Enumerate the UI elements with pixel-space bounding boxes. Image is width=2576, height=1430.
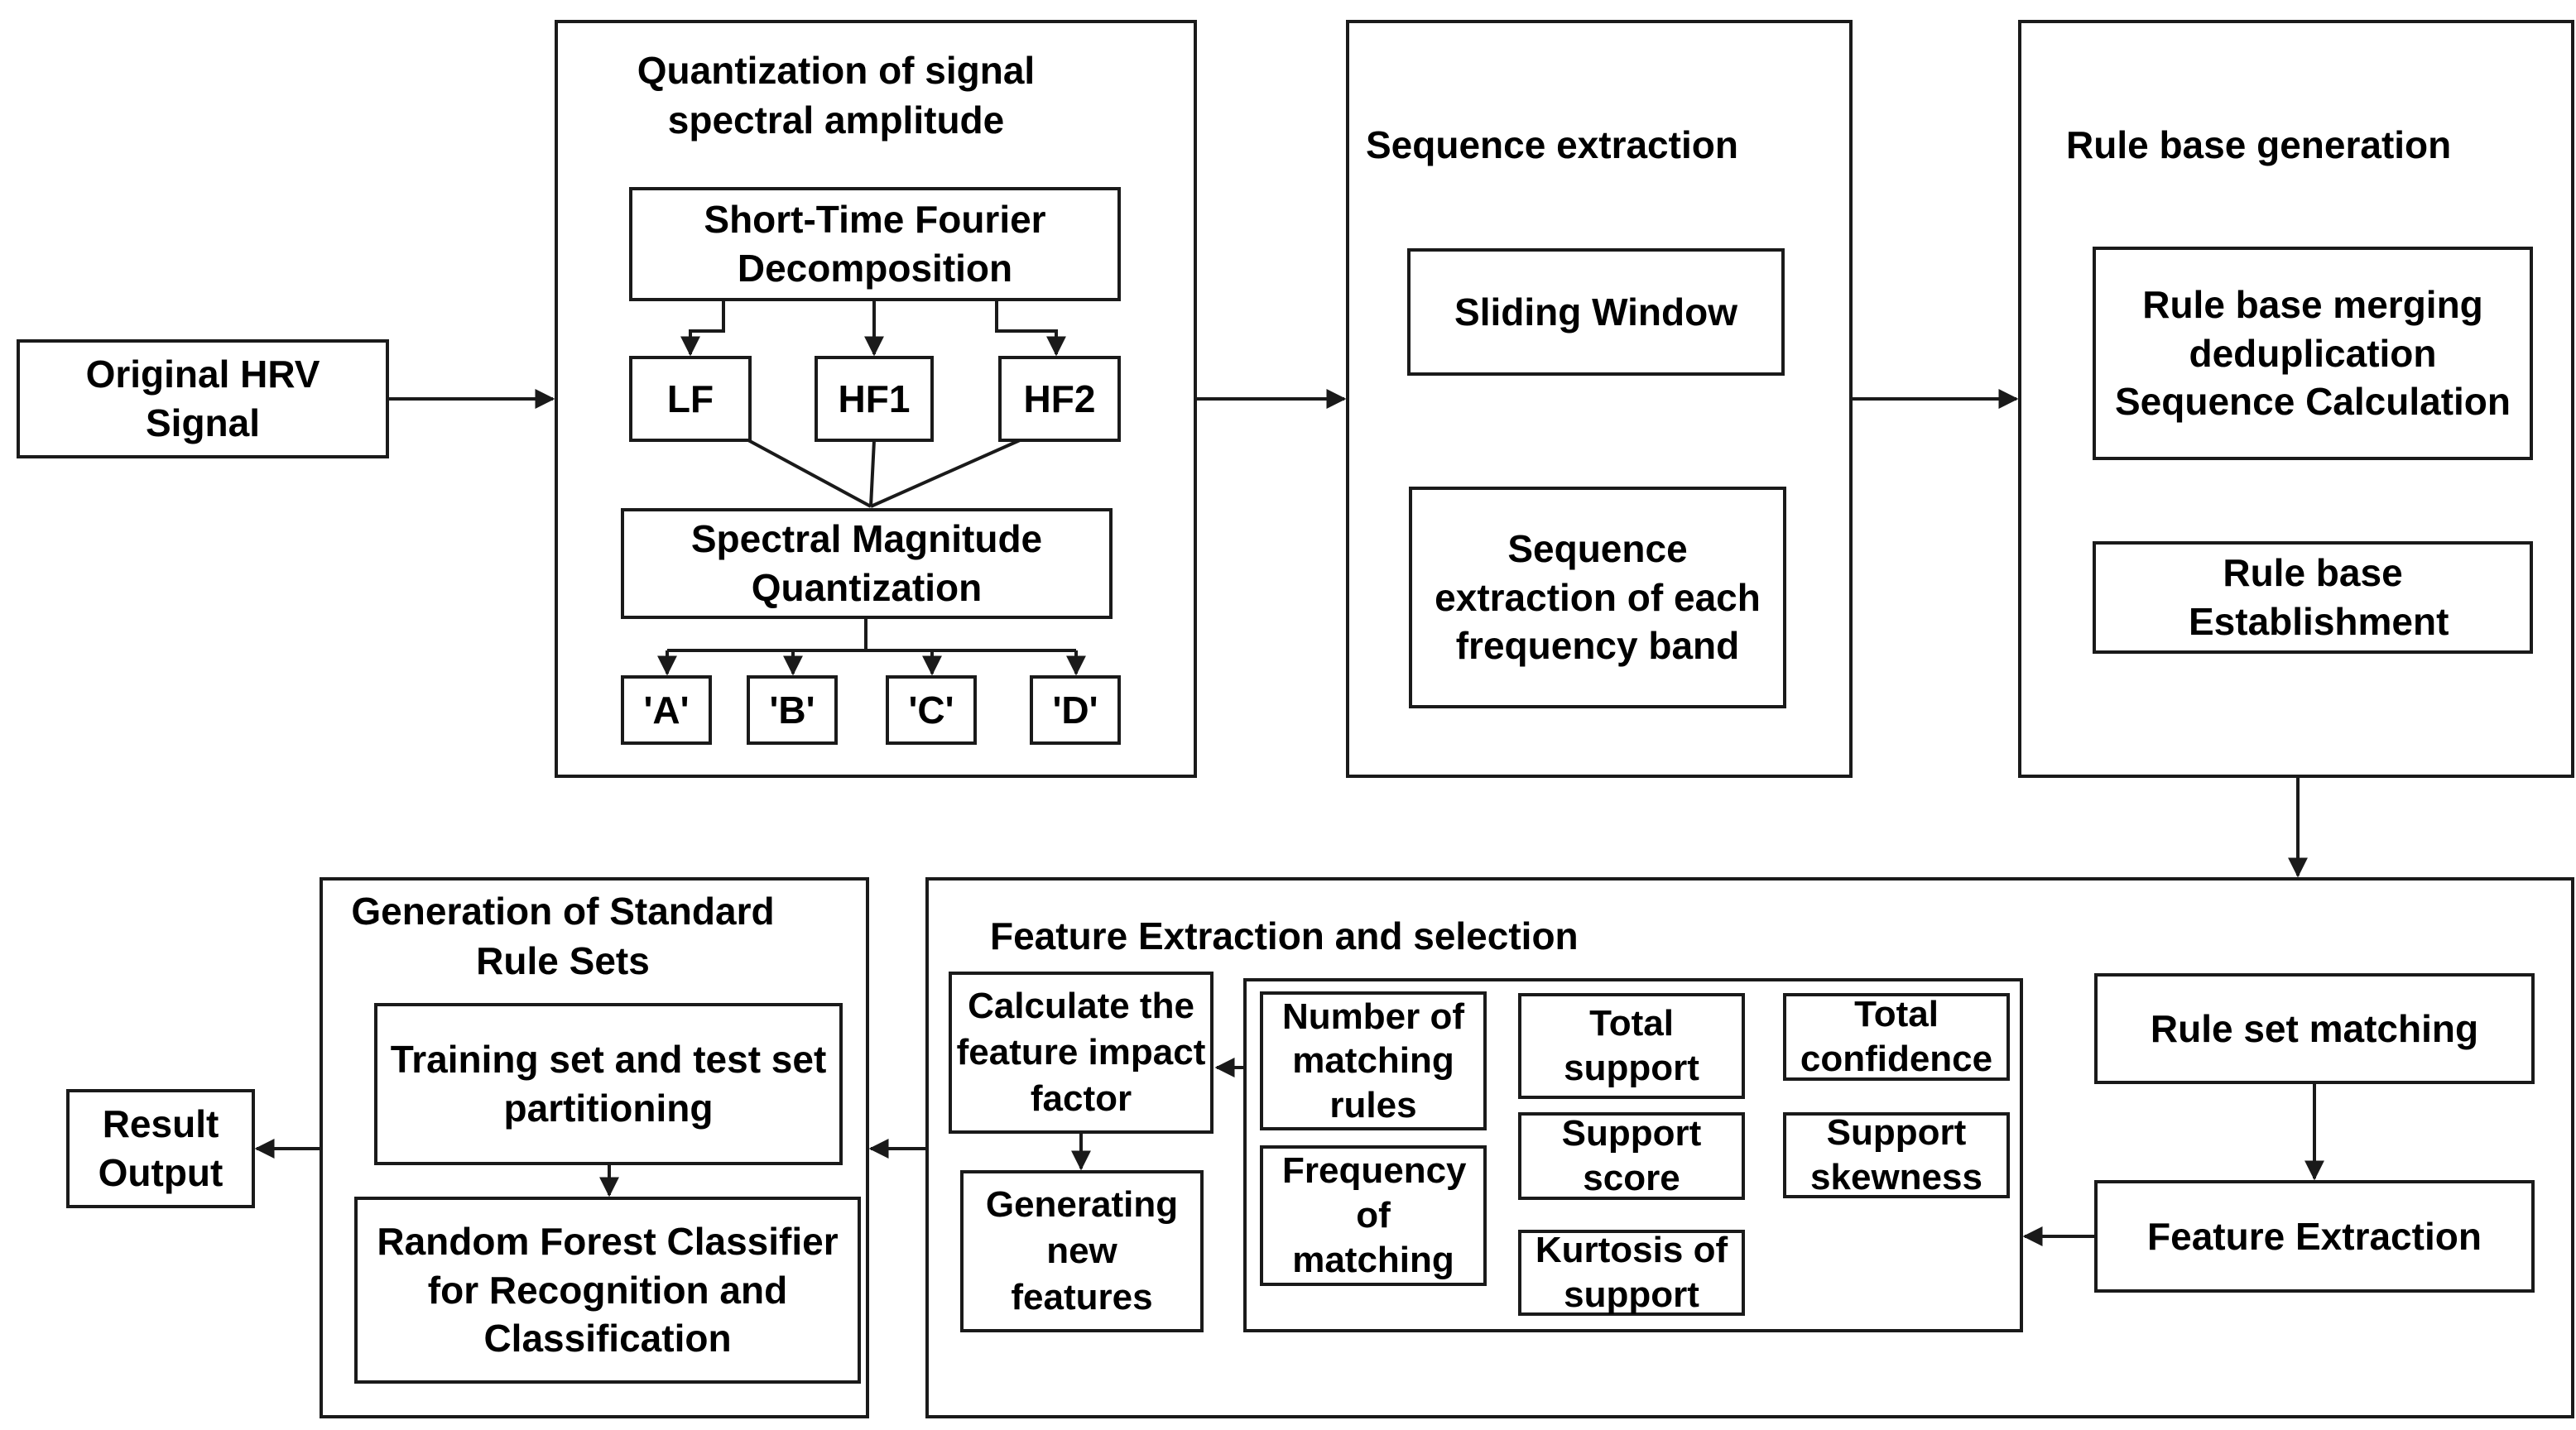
rule-set-matching-box: Rule set matching <box>2094 973 2535 1084</box>
kurtosis-support-box: Kurtosis of support <box>1518 1230 1745 1316</box>
band-lf-box: LF <box>629 356 752 442</box>
symbol-b-label: 'B' <box>769 688 815 732</box>
frequency-matching-label: Frequency of matching <box>1282 1150 1467 1280</box>
standard-title: Generation of Standard Rule Sets <box>351 890 775 982</box>
kurtosis-support-label: Kurtosis of support <box>1535 1230 1728 1315</box>
quantization-panel <box>555 20 1197 778</box>
band-hf1-box: HF1 <box>815 356 934 442</box>
arrow-stft-to-lf <box>680 300 725 357</box>
partition-box: Training set and test set partitioning <box>374 1003 843 1165</box>
band-hf1-label: HF1 <box>838 377 911 420</box>
line-hf1-to-magnitude <box>869 439 876 507</box>
line-hf2-to-magnitude <box>870 439 1021 508</box>
classifier-box: Random Forest Classifier for Recognition… <box>354 1197 861 1384</box>
symbol-c-box: 'C' <box>886 675 977 745</box>
num-matching-rules-box: Number of matching rules <box>1260 991 1487 1130</box>
symbol-d-box: 'D' <box>1030 675 1121 745</box>
total-support-label: Total support <box>1564 1003 1699 1088</box>
rulebase-title: Rule base generation <box>2066 123 2452 166</box>
classifier-label: Random Forest Classifier for Recognition… <box>377 1219 839 1360</box>
new-features-box: Generating new features <box>960 1170 1204 1332</box>
partition-label: Training set and test set partitioning <box>390 1038 827 1130</box>
rulebase-establishment-label: Rule base Establishment <box>2189 551 2449 643</box>
feature-extraction-box: Feature Extraction <box>2094 1180 2535 1293</box>
impact-factor-box: Calculate the feature impact factor <box>949 972 1214 1134</box>
spectral-magnitude-label: Spectral Magnitude Quantization <box>690 517 1043 609</box>
original-signal-label: Original HRV Signal <box>85 353 320 444</box>
sequence-panel <box>1346 20 1853 778</box>
band-sequence-box: Sequence extraction of each frequency ba… <box>1409 487 1786 708</box>
features-panel <box>925 877 2574 1418</box>
features-title: Feature Extraction and selection <box>990 914 1579 957</box>
feature-items-box <box>1243 978 2023 1332</box>
stft-box: Short-Time Fourier Decomposition <box>629 187 1121 301</box>
symbol-a-box: 'A' <box>621 675 712 745</box>
new-features-label: Generating new features <box>985 1183 1179 1318</box>
band-hf2-label: HF2 <box>1023 377 1096 420</box>
stft-label: Short-Time Fourier Decomposition <box>704 198 1046 290</box>
rulebase-panel <box>2018 20 2574 778</box>
total-confidence-label: Total confidence <box>1800 994 1993 1079</box>
band-sequence-label: Sequence extraction of each frequency ba… <box>1435 526 1761 668</box>
result-output-box: Result Output <box>66 1089 255 1208</box>
sequence-title: Sequence extraction <box>1366 123 1738 166</box>
sliding-window-box: Sliding Window <box>1407 248 1785 376</box>
rulebase-merging-box: Rule base merging deduplication Sequence… <box>2093 247 2533 460</box>
impact-factor-label: Calculate the feature impact factor <box>956 985 1206 1120</box>
arrow-stft-to-hf2 <box>995 300 1066 357</box>
quantization-title: Quantization of signal spectral amplitud… <box>637 49 1036 142</box>
rulebase-establishment-box: Rule base Establishment <box>2093 541 2533 654</box>
feature-extraction-label: Feature Extraction <box>2147 1214 2482 1258</box>
sliding-window-label: Sliding Window <box>1454 290 1737 334</box>
rule-set-matching-label: Rule set matching <box>2150 1006 2479 1050</box>
rulebase-merging-label: Rule base merging deduplication Sequence… <box>2114 282 2511 424</box>
total-confidence-box: Total confidence <box>1783 993 2010 1081</box>
support-skewness-label: Support skewness <box>1810 1112 1982 1197</box>
support-score-box: Support score <box>1518 1112 1745 1200</box>
symbol-b-box: 'B' <box>747 675 838 745</box>
standard-panel <box>320 877 869 1418</box>
line-lf-to-magnitude <box>747 439 872 508</box>
symbol-a-label: 'A' <box>643 688 690 732</box>
band-lf-label: LF <box>666 377 714 420</box>
support-score-label: Support score <box>1561 1113 1702 1198</box>
support-skewness-box: Support skewness <box>1783 1112 2010 1198</box>
num-matching-rules-label: Number of matching rules <box>1282 996 1464 1125</box>
frequency-matching-box: Frequency of matching <box>1260 1145 1487 1286</box>
band-hf2-box: HF2 <box>998 356 1121 442</box>
result-output-label: Result Output <box>98 1102 223 1194</box>
spectral-magnitude-box: Spectral Magnitude Quantization <box>621 508 1113 619</box>
symbol-c-label: 'C' <box>908 688 954 732</box>
total-support-box: Total support <box>1518 993 1745 1099</box>
symbol-d-label: 'D' <box>1052 688 1098 732</box>
original-signal-box: Original HRV Signal <box>17 339 389 458</box>
